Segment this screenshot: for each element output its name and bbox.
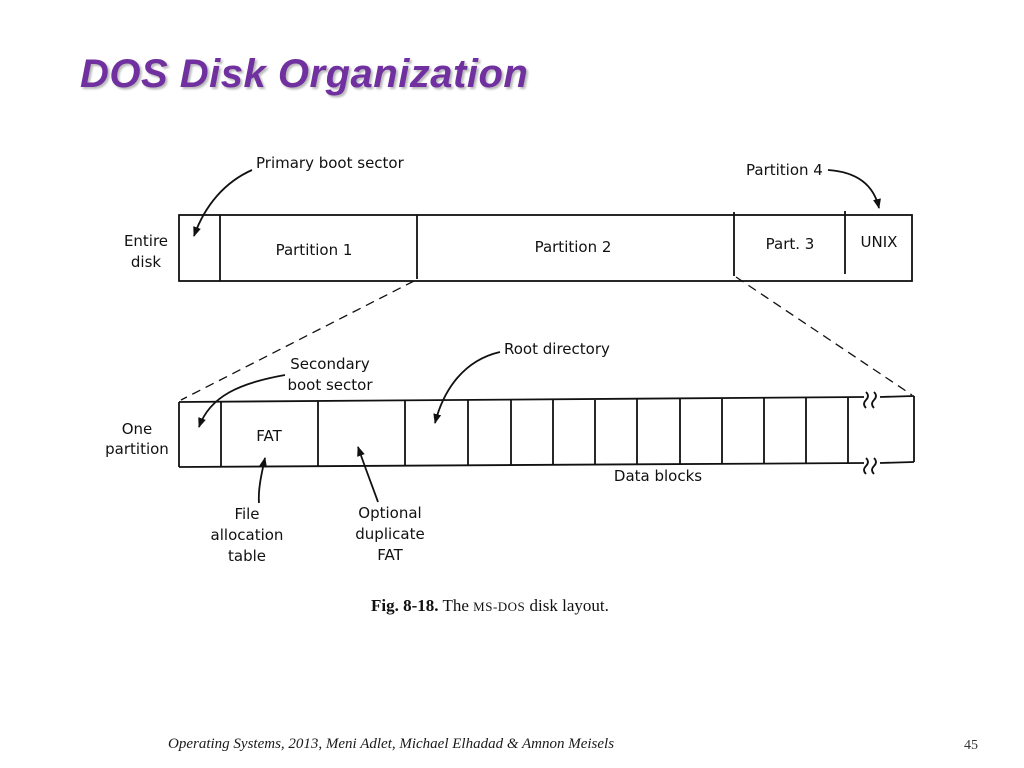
figure-caption: Fig. 8-18. The MS-DOS disk layout.: [371, 596, 609, 615]
duplicate-fat-callout-line2: duplicate: [355, 525, 424, 543]
caption-fig-number: Fig. 8-18.: [371, 596, 439, 615]
page-number: 45: [964, 738, 978, 753]
one-partition-label-line1: One: [122, 420, 153, 438]
partition-row: One partition FAT Data blocks Secondary: [105, 340, 915, 565]
slide-title: DOS Disk Organization: [80, 52, 529, 96]
entire-disk-label-line1: Entire: [124, 232, 168, 250]
partition-4-callout: Partition 4: [746, 161, 823, 179]
secondary-boot-arrow: [198, 374, 286, 428]
break-mark-top: [863, 391, 877, 409]
fat-callout-line1: File: [234, 505, 259, 523]
entire-disk-row: Entire disk Partition 1 Partition 2 Part…: [124, 154, 913, 282]
slide-footer: Operating Systems, 2013, Meni Adlet, Mic…: [168, 736, 615, 752]
disk-bar: [178, 214, 913, 282]
fat-cell: FAT: [256, 427, 282, 445]
root-directory-arrow: [433, 351, 501, 424]
break-mark-bottom: [863, 457, 877, 475]
primary-boot-sector-callout: Primary boot sector: [256, 154, 405, 172]
primary-boot-arrow: [193, 169, 253, 237]
data-blocks-label: Data blocks: [614, 467, 702, 485]
expansion-dashed-line-left: [180, 280, 415, 401]
partition-4-arrow: [827, 169, 881, 209]
partition-3-cell: Part. 3: [766, 235, 815, 253]
duplicate-fat-callout-line3: FAT: [377, 546, 403, 564]
root-directory-callout: Root directory: [504, 340, 610, 358]
entire-disk-label-line2: disk: [131, 253, 162, 271]
partition-bar-bottom-edge: [178, 462, 865, 468]
partition-bar-top-edge-tail: [879, 395, 915, 398]
one-partition-label-line2: partition: [105, 440, 169, 458]
unix-partition-cell: UNIX: [861, 233, 898, 251]
fat-callout-arrow: [257, 457, 267, 504]
duplicate-fat-arrow: [357, 446, 379, 503]
expansion-dashed-line-right: [735, 276, 913, 396]
partition-bar-bottom-edge-tail: [879, 461, 915, 464]
partition-cell-dividers: [220, 398, 849, 467]
duplicate-fat-callout-line1: Optional: [358, 504, 421, 522]
partition-2-cell: Partition 2: [535, 238, 612, 256]
secondary-boot-callout-line2: boot sector: [287, 376, 373, 394]
secondary-boot-callout-line1: Secondary: [290, 355, 370, 373]
caption-smallcaps: MS-DOS: [473, 599, 525, 614]
fat-callout-line2: allocation: [211, 526, 284, 544]
partition-bar-top-edge: [178, 396, 865, 403]
caption-text-after: disk layout.: [525, 596, 609, 615]
partition-1-cell: Partition 1: [276, 241, 353, 259]
caption-text-before: The: [439, 596, 474, 615]
fat-callout-line3: table: [228, 547, 266, 565]
